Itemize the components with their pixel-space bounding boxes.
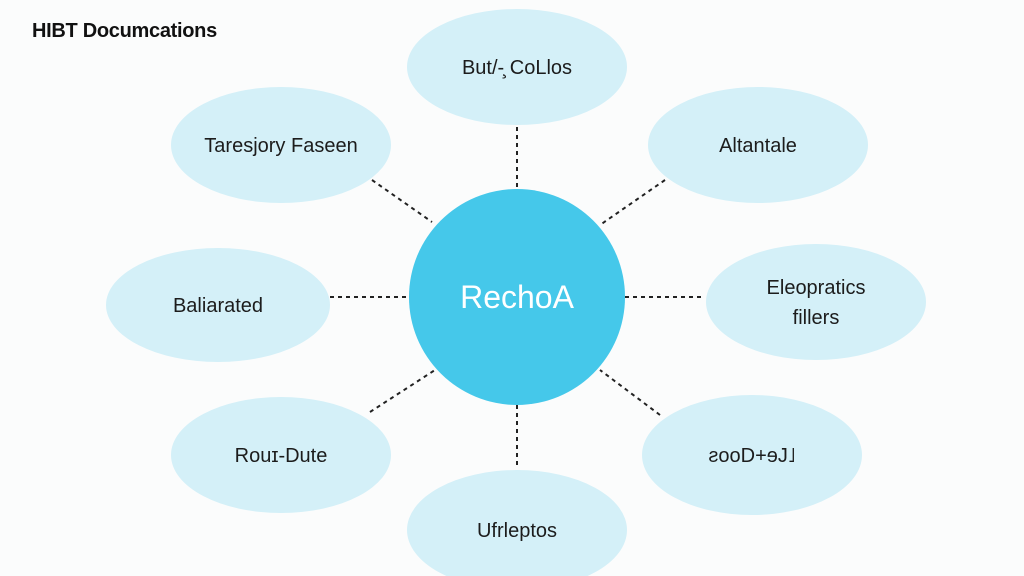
node-ellipse [642, 395, 862, 515]
node-top-right: Altantale [648, 87, 868, 203]
center-label: RechoA [460, 279, 575, 315]
node-bottom-left: Rouɪ-Dute [171, 397, 391, 513]
node-bottom: Ufrleptos [407, 470, 627, 576]
connector-top-right [599, 179, 666, 226]
node-left: Baliarated [106, 248, 330, 362]
connector-bottom-left [369, 369, 436, 413]
node-label: Altantale [719, 135, 797, 157]
node-bottom-right: ƨooD+ɘJ˩ [642, 395, 862, 515]
node-ellipse [171, 87, 391, 203]
node-label: Ufrleptos [477, 520, 557, 542]
connector-bottom-right [599, 369, 661, 416]
node-right: Eleopratics fillers [706, 244, 926, 360]
node-label: Baliarated [173, 295, 263, 317]
node-ellipse [648, 87, 868, 203]
node-label: But/-̧ CoLlos [462, 57, 572, 79]
node-ellipse [407, 470, 627, 576]
node-ellipse [407, 9, 627, 125]
node-ellipse [171, 397, 391, 513]
node-label: Taresjory Faseen [204, 135, 357, 157]
node-top: But/-̧ CoLlos [407, 9, 627, 125]
center-circle [409, 189, 625, 405]
node-label: Eleopratics [767, 277, 866, 299]
diagram-title: HIBT Documcations [32, 20, 217, 42]
node-ellipse [106, 248, 330, 362]
center-node: RechoA [409, 189, 625, 405]
node-label: ƨooD+ɘJ˩ [708, 445, 795, 467]
node-ellipse [706, 244, 926, 360]
connector-top-left [371, 179, 433, 223]
node-label: Rouɪ-Dute [235, 445, 328, 467]
node-label: fillers [793, 307, 840, 329]
node-top-left: Taresjory Faseen [171, 87, 391, 203]
